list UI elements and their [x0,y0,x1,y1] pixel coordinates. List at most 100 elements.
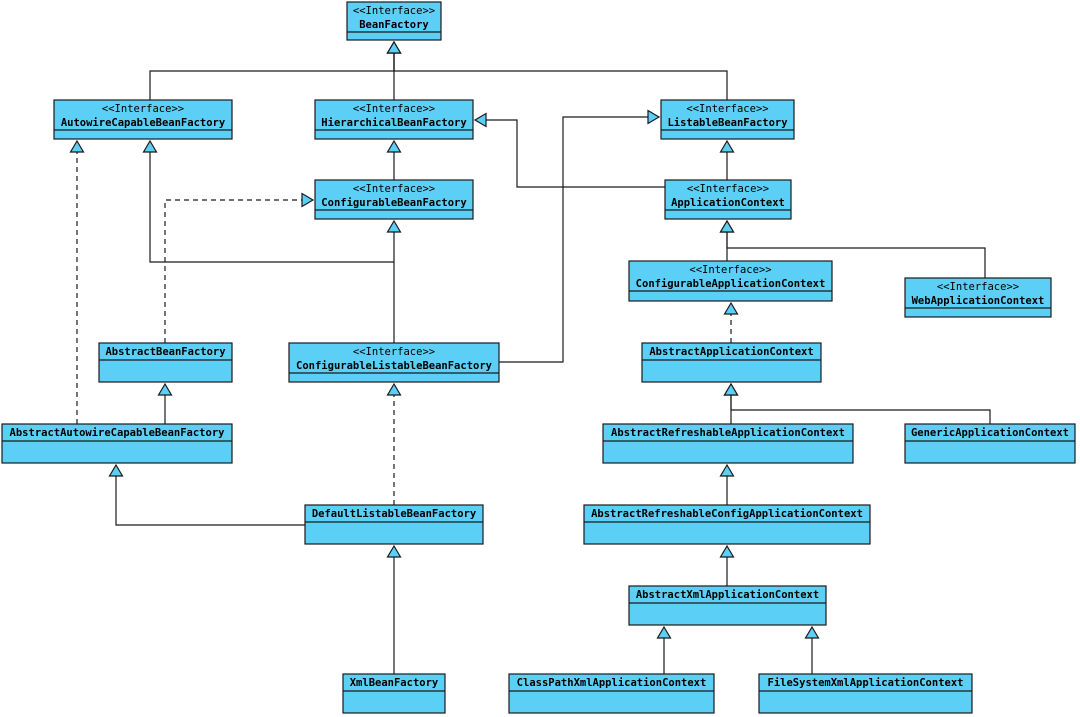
relation-line [149,141,394,263]
class-box-body [98,342,233,383]
class-name: WebApplicationContext [912,295,1045,307]
inheritance-arrowhead [719,139,735,153]
relation-listable-bean-factory-to-bean-factory [386,40,728,100]
relations-layer [69,40,991,674]
class-name: AutowireCapableBeanFactory [61,117,226,129]
stereotype-label: <<Interface>> [102,103,184,115]
class-box-configurable-bean-factory: <<Interface>> ConfigurableBeanFactory [314,179,474,220]
class-box-autowire-capable-bean-factory: <<Interface>> AutowireCapableBeanFactory [53,99,233,140]
class-box-body [904,277,1052,318]
class-box-default-listable-bean-factory: DefaultListableBeanFactory [304,504,484,545]
class-box-body [904,423,1076,464]
relation-abstract-xml-application-context-to-abstract-refreshable-config-application-context [719,544,735,586]
inheritance-arrowhead [142,139,158,153]
class-name: XmlBeanFactory [350,677,439,689]
class-box-body [508,673,715,714]
class-box-body [288,342,500,383]
class-name: GenericApplicationContext [911,427,1069,439]
relation-application-context-to-listable-bean-factory [719,139,735,180]
class-name: AbstractRefreshableConfigApplicationCont… [591,508,863,520]
class-name: AbstractBeanFactory [105,346,226,358]
stereotype-label: <<Interface>> [687,183,769,195]
relation-line [115,465,305,526]
relation-default-listable-bean-factory-to-configurable-listable-bean-factory [386,382,402,505]
inheritance-arrowhead [108,463,124,477]
relation-configurable-listable-bean-factory-to-autowire-capable-bean-factory [142,139,394,263]
inheritance-arrowhead [386,382,402,396]
class-name: ConfigurableApplicationContext [636,278,826,290]
stereotype-label: <<Interface>> [686,103,768,115]
class-name: ConfigurableBeanFactory [321,197,467,209]
relation-default-listable-bean-factory-to-abstract-autowire-capable-bean-factory [108,463,305,526]
relation-abstract-autowire-capable-bean-factory-to-abstract-bean-factory [157,382,173,424]
class-box-body [342,673,446,714]
class-box-abstract-application-context: AbstractApplicationContext [641,342,822,383]
class-box-body [583,504,871,545]
class-name: AbstractAutowireCapableBeanFactory [10,427,226,439]
inheritance-arrowhead [804,625,820,639]
class-box-body [660,99,795,140]
relation-generic-application-context-to-abstract-application-context [723,382,991,424]
relation-abstract-autowire-capable-bean-factory-to-autowire-capable-bean-factory [69,139,85,424]
inheritance-arrowhead [386,139,402,153]
class-box-abstract-autowire-capable-bean-factory: AbstractAutowireCapableBeanFactory [1,423,233,464]
class-box-generic-application-context: GenericApplicationContext [904,423,1076,464]
inheritance-arrowhead [719,463,735,477]
inheritance-arrowhead [386,40,402,54]
class-box-configurable-application-context: <<Interface>> ConfigurableApplicationCont… [628,260,833,302]
relation-line [149,42,395,100]
class-box-xml-bean-factory: XmlBeanFactory [342,673,446,714]
inheritance-arrowhead [386,544,402,558]
relation-line [499,116,659,363]
class-box-web-application-context: <<Interface>>WebApplicationContext [904,277,1052,318]
class-name: ListableBeanFactory [667,117,788,129]
inheritance-arrowhead [719,219,735,233]
class-box-body [314,99,474,140]
class-name: HierarchicalBeanFactory [321,117,467,129]
stereotype-label: <<Interface>> [353,5,435,17]
class-box-body [602,423,854,464]
class-name: DefaultListableBeanFactory [312,508,477,520]
class-box-listable-bean-factory: <<Interface>> ListableBeanFactory [660,99,795,140]
inheritance-arrowhead [719,544,735,558]
relation-web-application-context-to-application-context [719,219,986,278]
class-box-class-path-xml-application-context: ClassPathXmlApplicationContext [508,673,715,714]
relation-file-system-xml-application-context-to-abstract-xml-application-context [804,625,820,674]
relation-line [730,384,991,424]
class-box-body [628,260,833,302]
class-box-body [1,423,233,464]
inheritance-arrowhead [69,139,85,153]
relation-xml-bean-factory-to-default-listable-bean-factory [386,544,402,674]
relation-configurable-listable-bean-factory-to-configurable-bean-factory [386,219,402,343]
class-name: AbstractXmlApplicationContext [636,589,819,601]
inheritance-arrowhead [473,112,487,128]
class-name: ClassPathXmlApplicationContext [517,677,707,689]
class-name: ApplicationContext [671,197,785,209]
inheritance-arrowhead [647,109,661,125]
relation-configurable-bean-factory-to-hierarchical-bean-factory [386,139,402,180]
class-box-body [664,179,792,220]
class-box-abstract-bean-factory: AbstractBeanFactory [98,342,233,383]
inheritance-arrowhead [723,301,739,315]
inheritance-arrowhead [656,625,672,639]
relation-line [164,199,313,343]
inheritance-arrowhead [301,192,315,208]
relation-line [475,119,665,188]
class-box-hierarchical-bean-factory: <<Interface>> HierarchicalBeanFactory [314,99,474,140]
class-name: ConfigurableListableBeanFactory [296,360,493,372]
inheritance-arrowhead [386,219,402,233]
stereotype-label: <<Interface>> [353,103,435,115]
class-box-file-system-xml-application-context: FileSystemXmlApplicationContext [758,673,973,714]
relation-abstract-bean-factory-to-configurable-bean-factory [164,192,315,343]
stereotype-label: <<Interface>> [353,183,435,195]
relation-abstract-refreshable-config-application-context-to-abstract-refreshable-application-context [719,463,735,505]
relation-class-path-xml-application-context-to-abstract-xml-application-context [656,625,672,674]
relation-abstract-application-context-to-configurable-application-context [723,301,739,343]
stereotype-label: <<Interface>> [689,264,771,276]
class-box-body [628,585,827,626]
class-box-body [304,504,484,545]
class-box-body [314,179,474,220]
class-box-body [53,99,233,140]
